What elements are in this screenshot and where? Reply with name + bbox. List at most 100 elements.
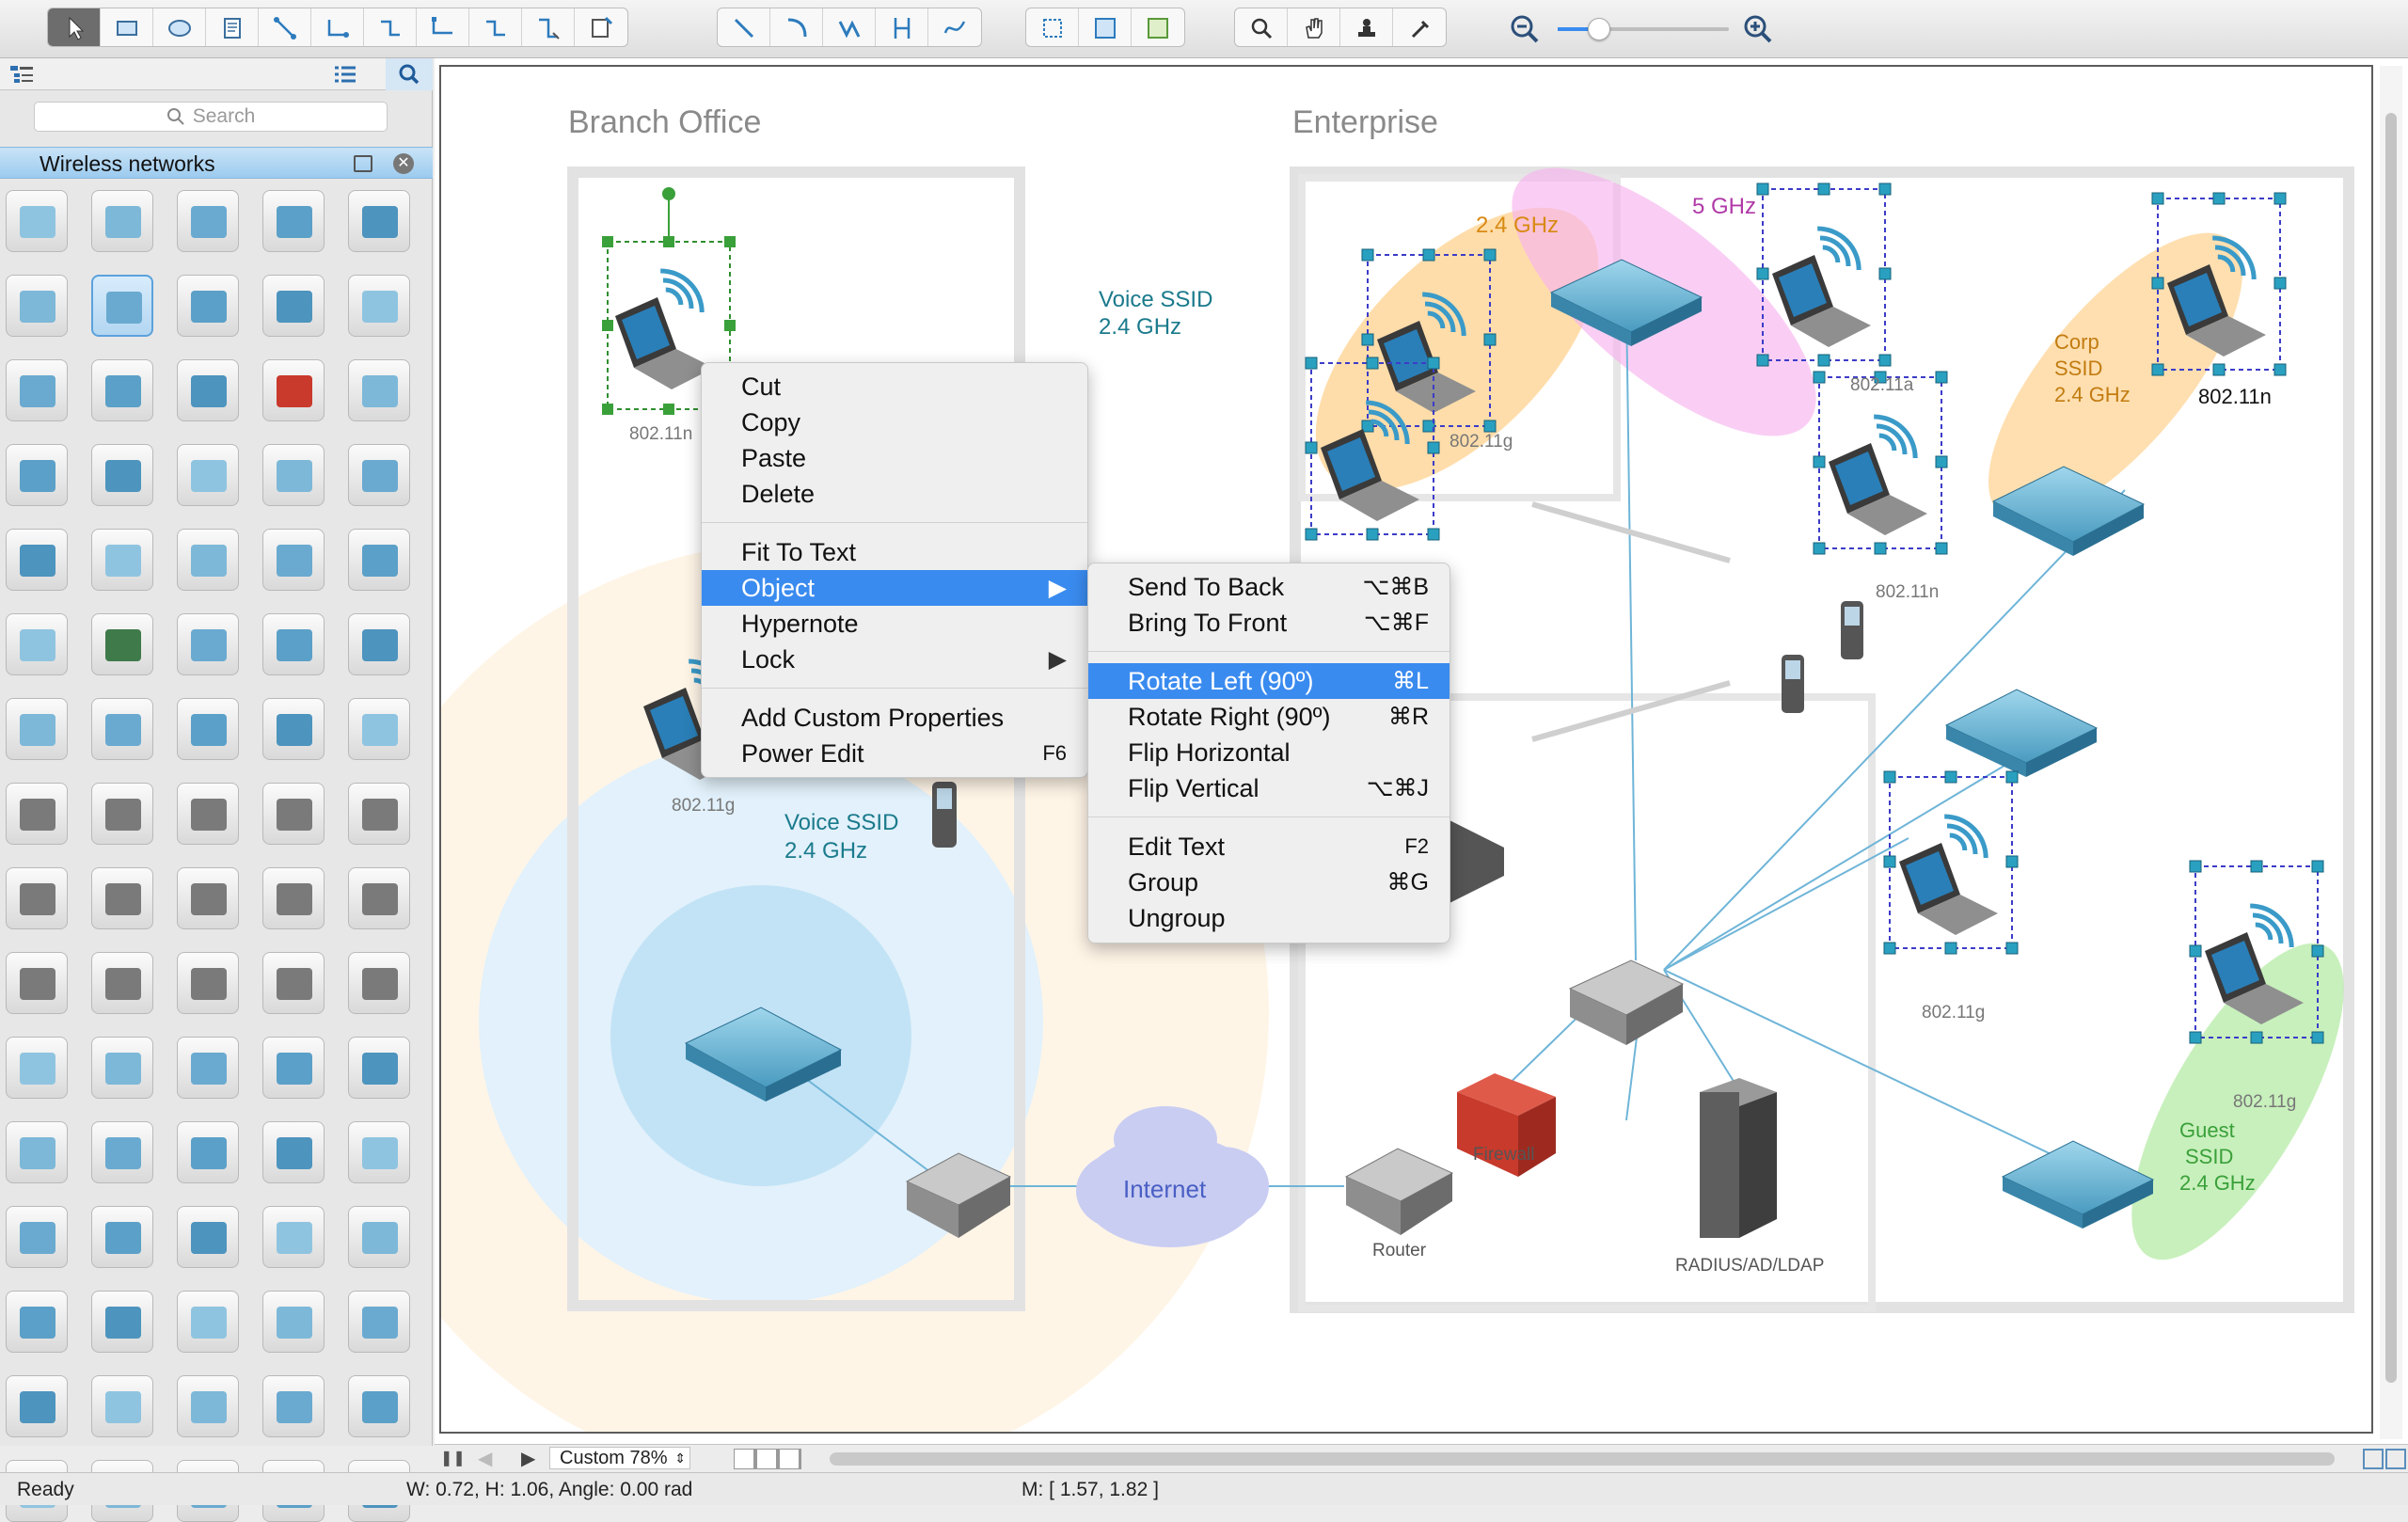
close-library-icon[interactable]: ✕ bbox=[393, 153, 414, 174]
menu-item-paste[interactable]: Paste bbox=[702, 440, 1087, 476]
menu-item-group[interactable]: Group⌘G bbox=[1088, 864, 1450, 900]
menu-item-rotate-right[interactable]: Rotate Right (90º)⌘R bbox=[1088, 699, 1450, 735]
eyedropper-icon[interactable] bbox=[1393, 8, 1446, 46]
library-shape[interactable] bbox=[348, 529, 410, 591]
smart-connector-icon[interactable] bbox=[364, 8, 417, 46]
zoom-tool-icon[interactable] bbox=[1235, 8, 1288, 46]
library-shape[interactable] bbox=[91, 1375, 153, 1437]
menu-item-fit-to-text[interactable]: Fit To Text bbox=[702, 534, 1087, 570]
library-shape[interactable] bbox=[262, 1291, 325, 1353]
library-shape[interactable] bbox=[6, 1206, 68, 1268]
library-search-input[interactable]: Search bbox=[34, 102, 388, 132]
library-list-icon[interactable] bbox=[333, 64, 357, 85]
library-shape[interactable] bbox=[348, 1206, 410, 1268]
library-shape[interactable] bbox=[262, 275, 325, 337]
library-shape[interactable] bbox=[177, 613, 239, 675]
library-shape[interactable] bbox=[348, 698, 410, 760]
library-shape[interactable] bbox=[91, 952, 153, 1014]
library-shape[interactable] bbox=[91, 275, 153, 337]
library-shape[interactable] bbox=[91, 359, 153, 421]
chain-connector-icon[interactable] bbox=[522, 8, 575, 46]
pause-icon[interactable]: ❚❚ bbox=[440, 1451, 466, 1467]
library-shape[interactable] bbox=[6, 698, 68, 760]
library-shape[interactable] bbox=[177, 1037, 239, 1099]
rectangle-tool-icon[interactable] bbox=[101, 8, 153, 46]
horizontal-scroll-thumb[interactable] bbox=[830, 1452, 2335, 1466]
library-shape[interactable] bbox=[348, 1121, 410, 1183]
menu-item-rotate-left[interactable]: Rotate Left (90º)⌘L bbox=[1088, 663, 1450, 699]
fit-width-icon[interactable] bbox=[2385, 1449, 2406, 1469]
zoom-in-icon[interactable] bbox=[1742, 13, 1774, 45]
library-shape[interactable] bbox=[262, 529, 325, 591]
connector-tool-icon[interactable] bbox=[259, 8, 311, 46]
library-shape[interactable] bbox=[262, 613, 325, 675]
library-shape[interactable] bbox=[262, 444, 325, 506]
menu-item-cut[interactable]: Cut bbox=[702, 369, 1087, 404]
library-search-toggle-icon[interactable] bbox=[386, 58, 433, 90]
pointer-tool-icon[interactable] bbox=[48, 8, 101, 46]
library-shape[interactable] bbox=[348, 1375, 410, 1437]
menu-item-flip-vertical[interactable]: Flip Vertical⌥⌘J bbox=[1088, 770, 1450, 806]
fit-page-icon[interactable] bbox=[2363, 1449, 2384, 1469]
menu-item-copy[interactable]: Copy bbox=[702, 404, 1087, 440]
menu-item-flip-horizontal[interactable]: Flip Horizontal bbox=[1088, 735, 1450, 770]
library-shape[interactable] bbox=[91, 1037, 153, 1099]
page-next-icon[interactable]: ▶ bbox=[521, 1449, 536, 1469]
library-shape[interactable] bbox=[177, 444, 239, 506]
library-shape[interactable] bbox=[262, 867, 325, 929]
page-prev-icon[interactable]: ◀ bbox=[478, 1449, 493, 1469]
round-connector-icon[interactable] bbox=[469, 8, 522, 46]
page-tabs-icon[interactable] bbox=[734, 1449, 801, 1469]
library-shape[interactable] bbox=[177, 867, 239, 929]
library-shape[interactable] bbox=[262, 952, 325, 1014]
library-shape[interactable] bbox=[177, 1206, 239, 1268]
library-shape[interactable] bbox=[6, 952, 68, 1014]
library-shape[interactable] bbox=[348, 1291, 410, 1353]
menu-item-ungroup[interactable]: Ungroup bbox=[1088, 900, 1450, 936]
library-shape[interactable] bbox=[91, 1206, 153, 1268]
library-shape[interactable] bbox=[6, 1375, 68, 1437]
orthogonal-connector-icon[interactable] bbox=[417, 8, 469, 46]
spline-tool-icon[interactable] bbox=[876, 8, 928, 46]
library-shape[interactable] bbox=[348, 444, 410, 506]
library-shape[interactable] bbox=[6, 1291, 68, 1353]
arc-tool-icon[interactable] bbox=[770, 8, 823, 46]
library-shape[interactable] bbox=[6, 1037, 68, 1099]
library-shape[interactable] bbox=[262, 1375, 325, 1437]
library-shape[interactable] bbox=[91, 444, 153, 506]
library-shape[interactable] bbox=[6, 1121, 68, 1183]
library-shape[interactable] bbox=[6, 190, 68, 252]
library-shape[interactable] bbox=[348, 783, 410, 845]
menu-item-hypernote[interactable]: Hypernote bbox=[702, 606, 1087, 642]
library-shape[interactable] bbox=[6, 444, 68, 506]
library-shape[interactable] bbox=[6, 783, 68, 845]
menu-item-delete[interactable]: Delete bbox=[702, 476, 1087, 512]
library-shape[interactable] bbox=[348, 952, 410, 1014]
library-shape[interactable] bbox=[177, 190, 239, 252]
menu-item-lock[interactable]: Lock▶ bbox=[702, 642, 1087, 677]
library-shape[interactable] bbox=[348, 275, 410, 337]
library-shape[interactable] bbox=[91, 867, 153, 929]
curve-connector-icon[interactable] bbox=[311, 8, 364, 46]
polyline-tool-icon[interactable] bbox=[823, 8, 876, 46]
stamp-tool-icon[interactable] bbox=[1340, 8, 1393, 46]
vertical-scrollbar[interactable] bbox=[2380, 66, 2402, 1439]
snap-grid-icon[interactable] bbox=[1026, 8, 1079, 46]
library-shape[interactable] bbox=[177, 529, 239, 591]
menu-item-object[interactable]: Object▶ bbox=[702, 570, 1087, 606]
library-shape[interactable] bbox=[262, 190, 325, 252]
ellipse-tool-icon[interactable] bbox=[153, 8, 206, 46]
library-shape[interactable] bbox=[91, 783, 153, 845]
library-shape[interactable] bbox=[262, 783, 325, 845]
library-shape[interactable] bbox=[6, 867, 68, 929]
library-shape[interactable] bbox=[91, 1121, 153, 1183]
freehand-tool-icon[interactable] bbox=[928, 8, 981, 46]
library-shape[interactable] bbox=[6, 275, 68, 337]
library-shape[interactable] bbox=[348, 190, 410, 252]
library-shape[interactable] bbox=[91, 529, 153, 591]
library-shape[interactable] bbox=[177, 783, 239, 845]
pan-hand-icon[interactable] bbox=[1288, 8, 1340, 46]
library-shape[interactable] bbox=[91, 613, 153, 675]
library-shape[interactable] bbox=[177, 1121, 239, 1183]
insert-object-icon[interactable] bbox=[575, 8, 627, 46]
